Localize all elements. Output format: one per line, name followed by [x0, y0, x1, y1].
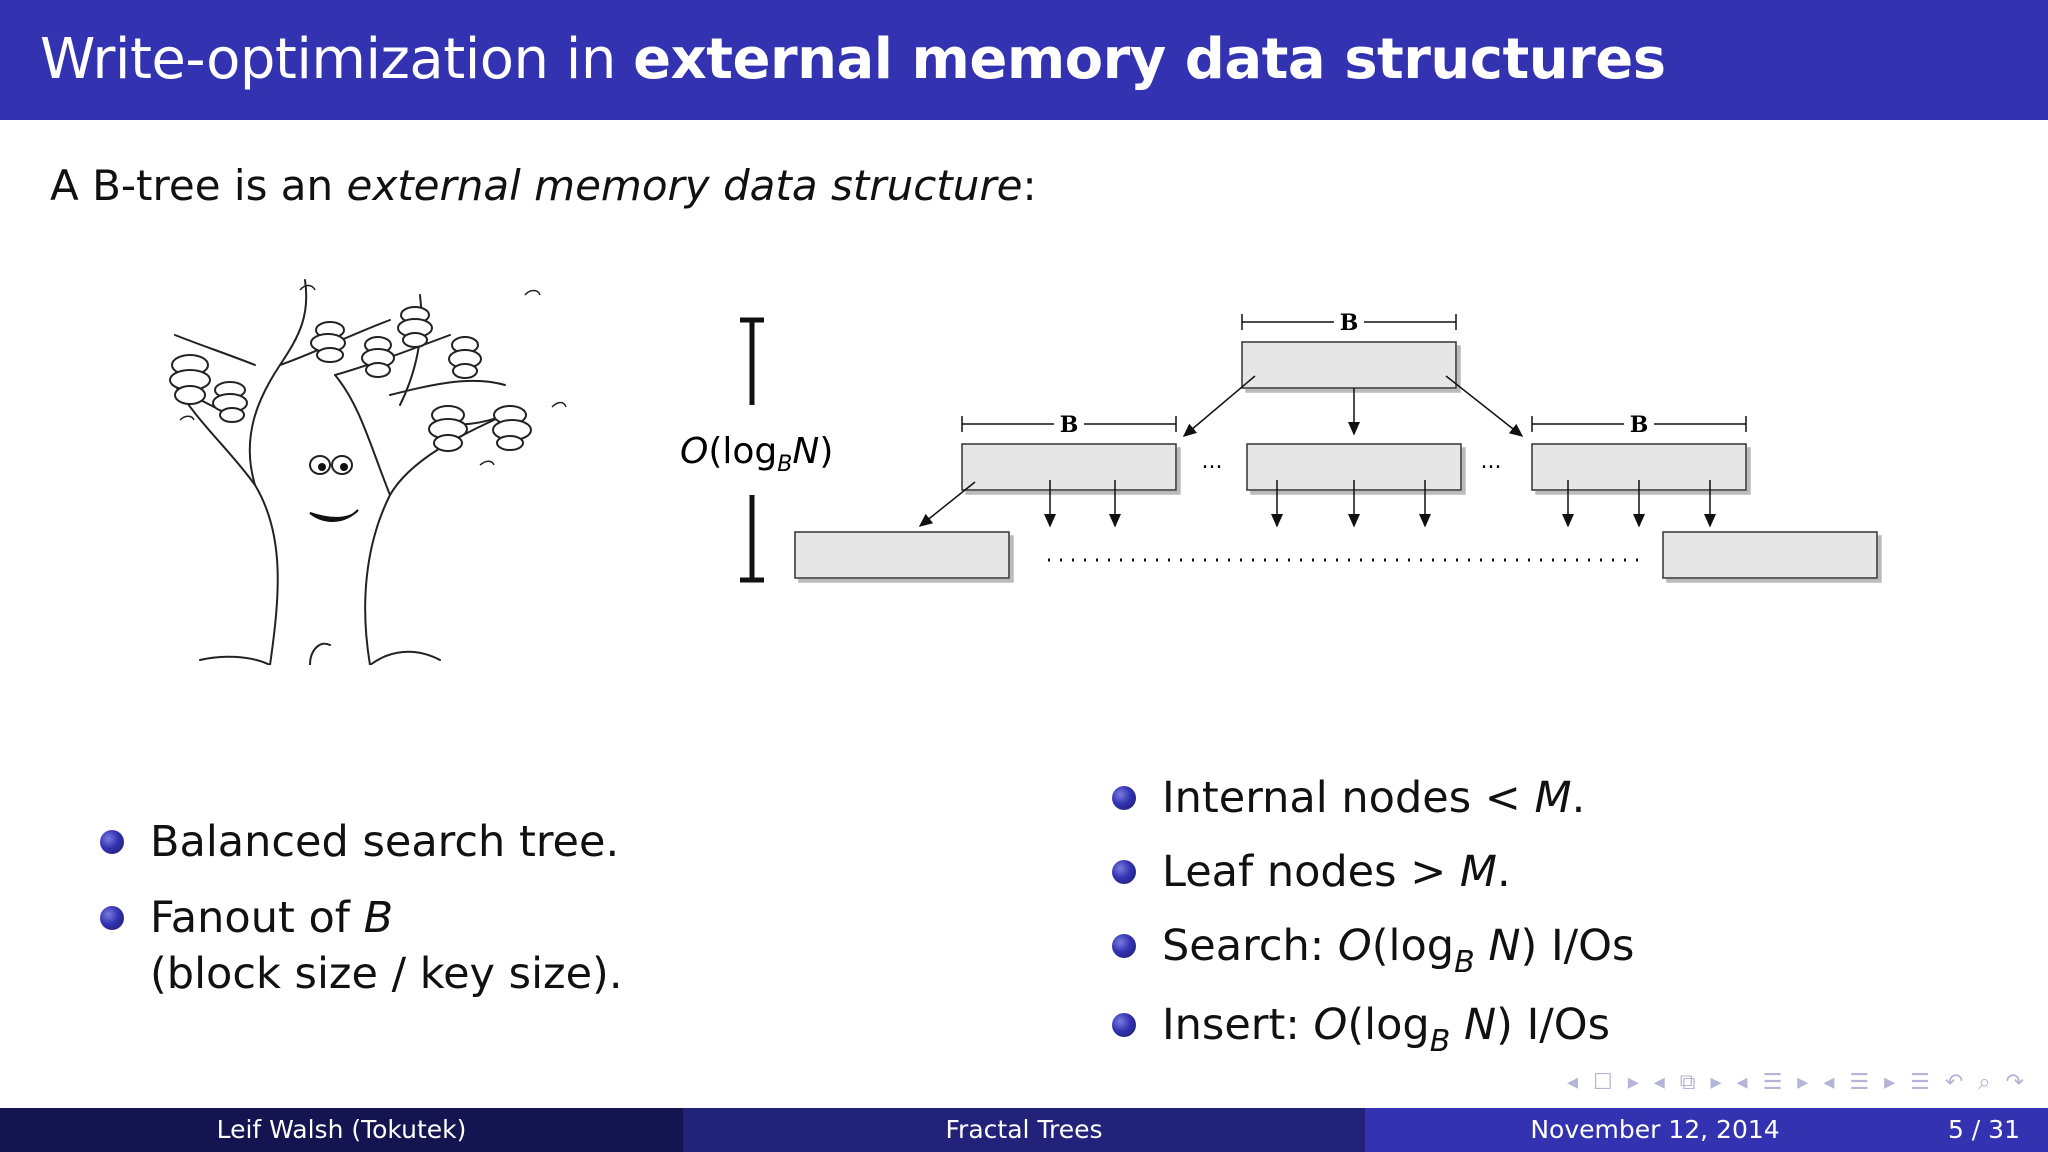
internal-node-left — [961, 443, 1177, 491]
bullet-leaf-nodes: Leaf nodes > M. — [1112, 844, 1634, 900]
bullet-dot-icon — [1112, 934, 1136, 958]
left-bullet-list: Balanced search tree. Fanout of B(block … — [100, 814, 623, 1022]
footer-author: Leif Walsh (Tokutek) — [0, 1108, 683, 1152]
slide-title: Write-optimization in external memory da… — [40, 27, 1666, 92]
height-bracket — [740, 317, 764, 583]
width-label-right: B — [1630, 412, 1649, 438]
beamer-navigation-symbols[interactable]: ◂ ☐ ▸ ◂ ⧉ ▸ ◂ ☰ ▸ ◂ ☰ ▸ ☰ ↶ ⌕ ↷ — [1566, 1070, 2028, 1095]
footer-page-number: 5 / 31 — [1947, 1115, 2020, 1144]
height-label: O(logBN) — [680, 431, 833, 477]
footer-talk-title: Fractal Trees — [683, 1108, 1365, 1152]
bullet-dot-icon — [1112, 786, 1136, 810]
bullet-search: Search: O(logB N) I/Os — [1112, 918, 1634, 980]
width-label-left: B — [1060, 412, 1079, 438]
bullet-dot-icon — [1112, 1013, 1136, 1037]
bullet-dot-icon — [100, 906, 124, 930]
right-bullet-list: Internal nodes < M. Leaf nodes > M. Sear… — [1112, 770, 1634, 1076]
width-label-root: B — [1340, 310, 1359, 336]
intro-sentence: A B-tree is an external memory data stru… — [50, 161, 1037, 210]
bullet-insert: Insert: O(logB N) I/Os — [1112, 997, 1634, 1059]
ellipsis-right: ... — [1481, 449, 1502, 474]
bullet-dot-icon — [100, 830, 124, 854]
intro-italic: external memory data structure — [346, 161, 1023, 210]
leaf-node-right — [1662, 531, 1878, 579]
bullet-internal-nodes: Internal nodes < M. — [1112, 770, 1634, 826]
footer-date-page: November 12, 2014 5 / 31 — [1365, 1108, 2048, 1152]
footer-bar: Leif Walsh (Tokutek) Fractal Trees Novem… — [0, 1108, 2048, 1152]
tree-with-beehives-illustration — [169, 279, 567, 665]
slide-title-bold: external memory data structures — [633, 27, 1666, 92]
footer-date: November 12, 2014 — [1530, 1115, 1780, 1144]
bullet-balanced: Balanced search tree. — [100, 814, 623, 870]
ellipsis-left: ... — [1202, 449, 1223, 474]
leaf-node-left — [794, 531, 1010, 579]
bullet-dot-icon — [1112, 860, 1136, 884]
btree-diagram: O(logBN) B B B ... . — [680, 310, 1878, 583]
title-bar: Write-optimization in external memory da… — [0, 0, 2048, 120]
root-node — [1241, 341, 1457, 389]
bullet-fanout: Fanout of B(block size / key size). — [100, 890, 623, 1002]
